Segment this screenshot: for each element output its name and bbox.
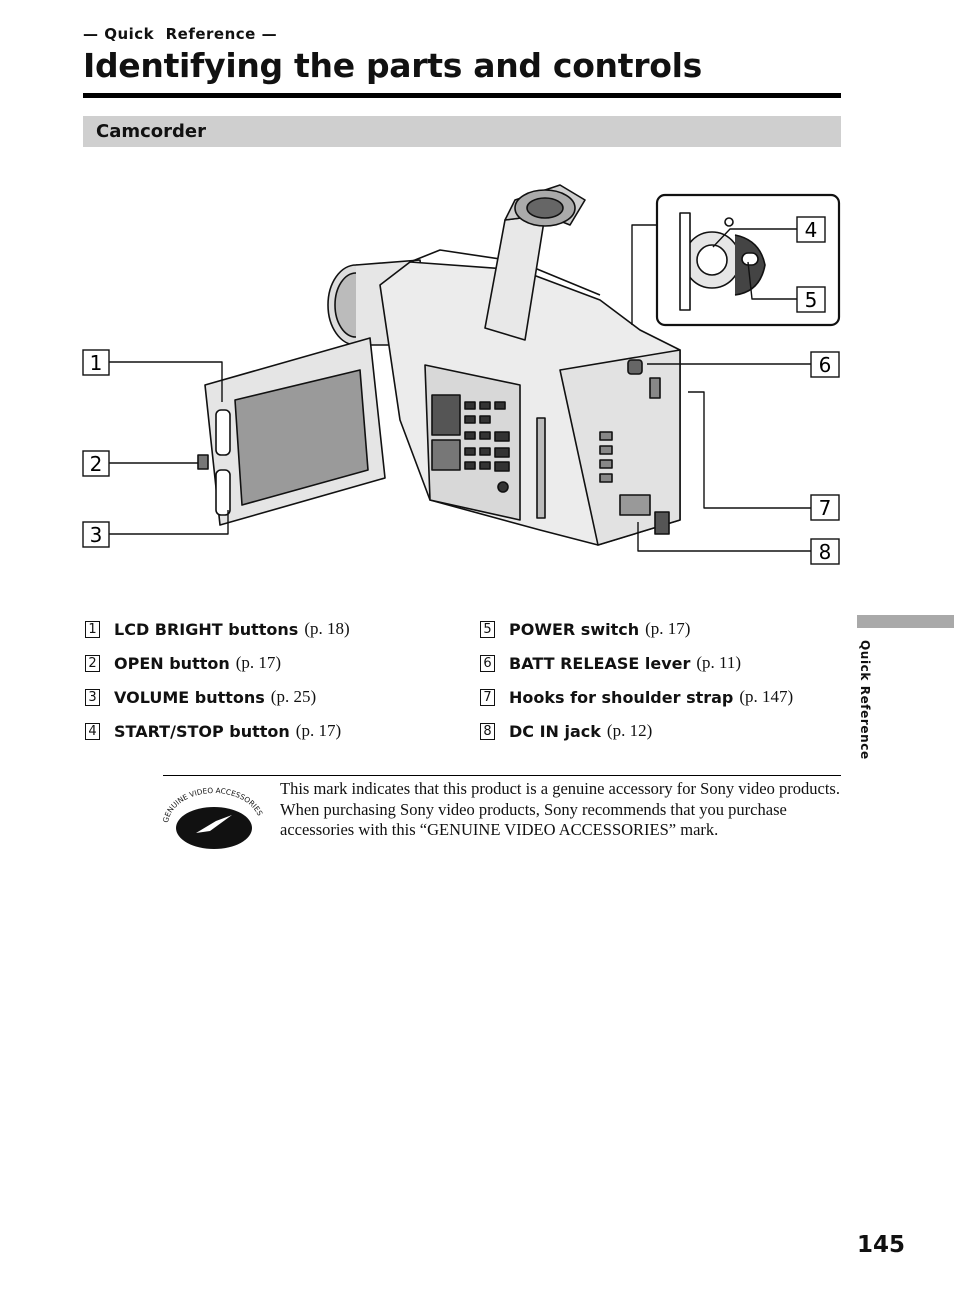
svg-text:4: 4 (805, 218, 818, 242)
page-ref: (p. 17) (235, 653, 282, 672)
side-tab-label: Quick Reference (858, 640, 872, 760)
svg-text:5: 5 (805, 288, 818, 312)
part-name: BATT RELEASE lever (509, 653, 691, 673)
parts-legend-left: 1 LCD BRIGHT buttons (p. 18) 2 OPEN button (… (85, 612, 350, 748)
part-name: LCD BRIGHT buttons (114, 619, 299, 639)
leader-lines (109, 224, 811, 552)
page-title: Identifying the parts and controls (83, 46, 702, 85)
svg-text:1: 1 (90, 351, 103, 375)
control-buttons (464, 401, 510, 493)
legend-number: 8 (480, 722, 495, 740)
svg-text:6: 6 (819, 353, 832, 377)
section-kicker: — Quick Reference — (83, 25, 278, 43)
callout-1: 1 (82, 349, 110, 376)
callout-2: 2 (82, 450, 110, 477)
legend-item: 3 VOLUME buttons (p. 25) (85, 680, 350, 714)
svg-text:2: 2 (90, 452, 103, 476)
note-paragraph: When purchasing Sony video products, Son… (280, 799, 787, 840)
page-ref: (p. 18) (304, 619, 350, 638)
lcd-panel (197, 337, 386, 526)
legend-item: 7 Hooks for shoulder strap (p. 147) (480, 680, 793, 714)
callout-4: 4 (796, 216, 826, 243)
page-ref: (p. 12) (606, 721, 653, 740)
callout-6: 6 (810, 351, 840, 378)
legend-number: 5 (480, 620, 495, 638)
legend-number: 2 (85, 654, 100, 672)
legend-item: 6 BATT RELEASE lever (p. 11) (480, 646, 793, 680)
callout-8: 8 (810, 538, 840, 565)
legend-item: 8 DC IN jack (p. 12) (480, 714, 793, 748)
legend-item: 2 OPEN button (p. 17) (85, 646, 350, 680)
section-heading-bar: Camcorder (83, 116, 841, 147)
page-ref: (p. 17) (645, 619, 691, 638)
genuine-accessories-logo: GENUINE VIDEO ACCESSORIES (161, 786, 265, 849)
part-name: POWER switch (509, 619, 640, 639)
legend-item: 5 POWER switch (p. 17) (480, 612, 793, 646)
page-number: 145 (857, 1232, 906, 1258)
inset-detail-box (655, 193, 841, 327)
section-heading: Camcorder (96, 121, 206, 142)
legend-number: 7 (480, 688, 495, 706)
parts-legend-right: 5 POWER switch (p. 17) 6 BATT RELEASE lever… (480, 612, 793, 748)
camcorder-illustration: 1 2 3 4 5 6 7 8 (82, 184, 841, 565)
page-ref: (p. 17) (295, 721, 342, 740)
svg-text:7: 7 (819, 496, 832, 520)
callout-3: 3 (82, 521, 110, 548)
rear-connectors (619, 359, 670, 535)
callout-5: 5 (796, 286, 826, 313)
legend-item: 4 START/STOP button (p. 17) (85, 714, 350, 748)
note-paragraph: This mark indicates that this product is… (280, 779, 840, 798)
part-name: Hooks for shoulder strap (509, 687, 734, 707)
part-name: VOLUME buttons (114, 687, 265, 707)
page-ref: (p. 25) (270, 687, 317, 706)
accessory-note: This mark indicates that this product is… (280, 779, 840, 841)
legend-number: 6 (480, 654, 495, 672)
part-name: OPEN button (114, 653, 230, 673)
legend-number: 1 (85, 620, 100, 638)
viewfinder (484, 184, 586, 341)
part-name: START/STOP button (114, 721, 290, 741)
page-ref: (p. 11) (696, 653, 742, 672)
part-name: DC IN jack (509, 721, 601, 741)
note-divider (163, 775, 841, 776)
page-ref: (p. 147) (739, 687, 794, 706)
svg-text:8: 8 (819, 540, 832, 564)
legend-number: 4 (85, 722, 100, 740)
legend-number: 3 (85, 688, 100, 706)
legend-item: 1 LCD BRIGHT buttons (p. 18) (85, 612, 350, 646)
title-rule (83, 93, 841, 98)
svg-text:3: 3 (90, 523, 103, 547)
side-tab-marker (857, 615, 954, 628)
callout-boxes: 1 2 3 4 5 6 7 8 (82, 216, 840, 565)
callout-7: 7 (810, 494, 840, 521)
